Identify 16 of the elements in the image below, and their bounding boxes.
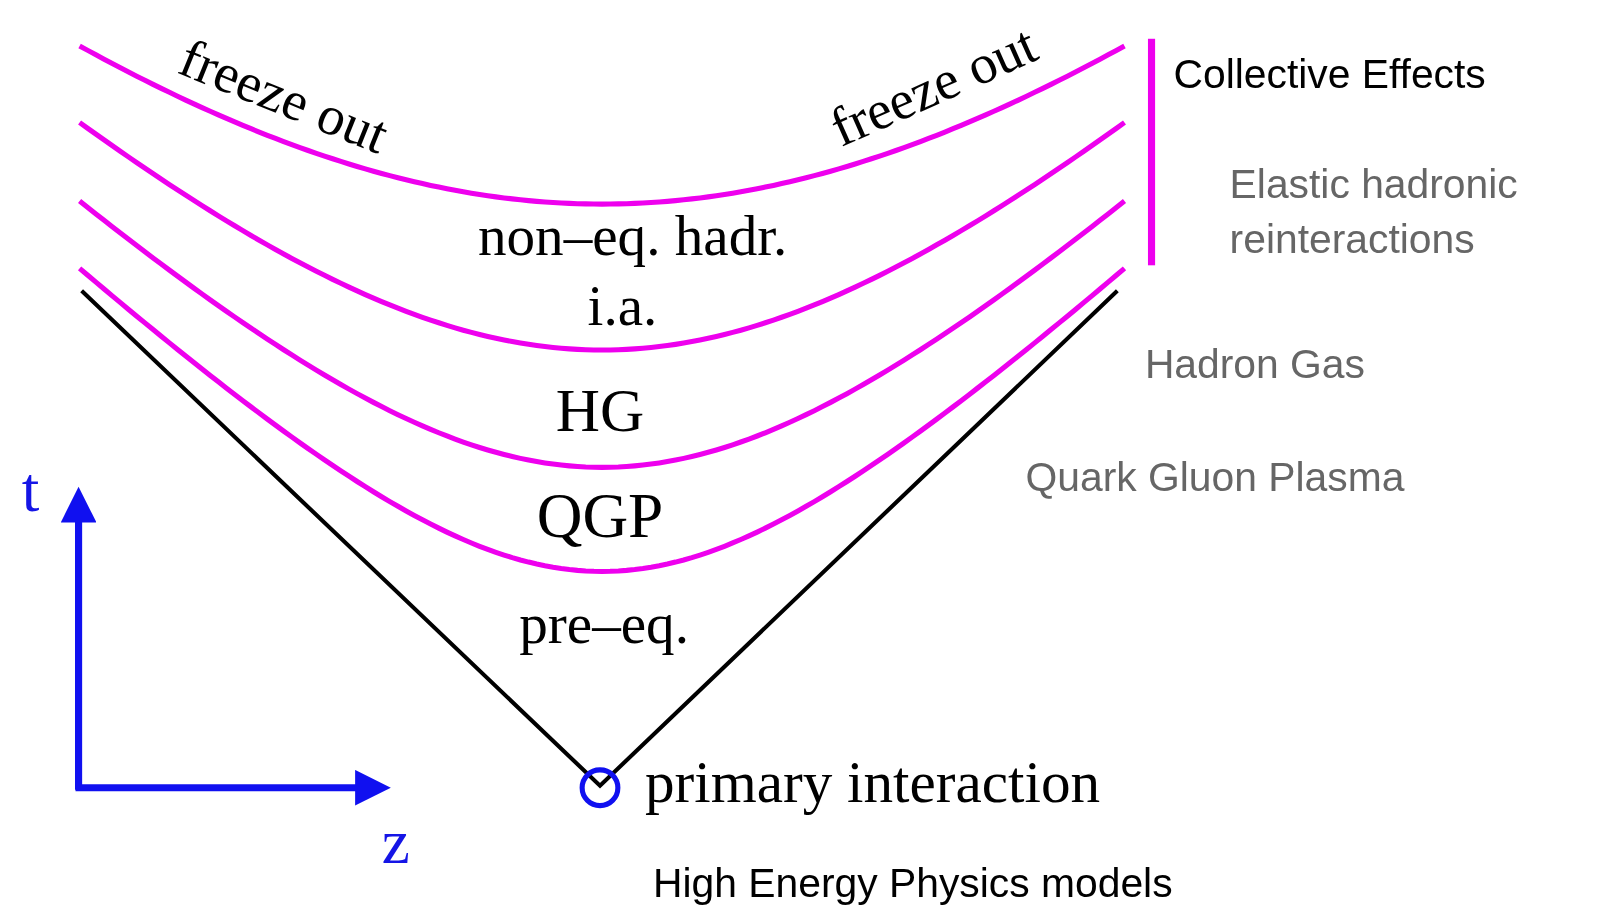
boundary-label: freeze out [821,14,1046,159]
phase-label: non–eq. hadr. [477,205,788,269]
vertex-circle [579,767,621,809]
phase-label: i.a. [587,274,658,338]
footer-text: High Energy Physics models [653,860,1173,906]
phase-label: pre–eq. [519,593,689,656]
boundary-label: freeze out [170,27,397,166]
vertex-label: primary interaction [644,750,1101,816]
axis-label: t [21,455,40,525]
legend-text: Collective Effects [1173,51,1486,96]
legend-text: Hadron Gas [1144,340,1365,386]
phase-label: HG [555,376,645,444]
axis-label: z [381,807,410,877]
legend-text: Elastic hadronic reinteractions [1229,160,1519,264]
phase-label: QGP [536,480,664,551]
legend-text: Quark Gluon Plasma [1025,454,1405,499]
